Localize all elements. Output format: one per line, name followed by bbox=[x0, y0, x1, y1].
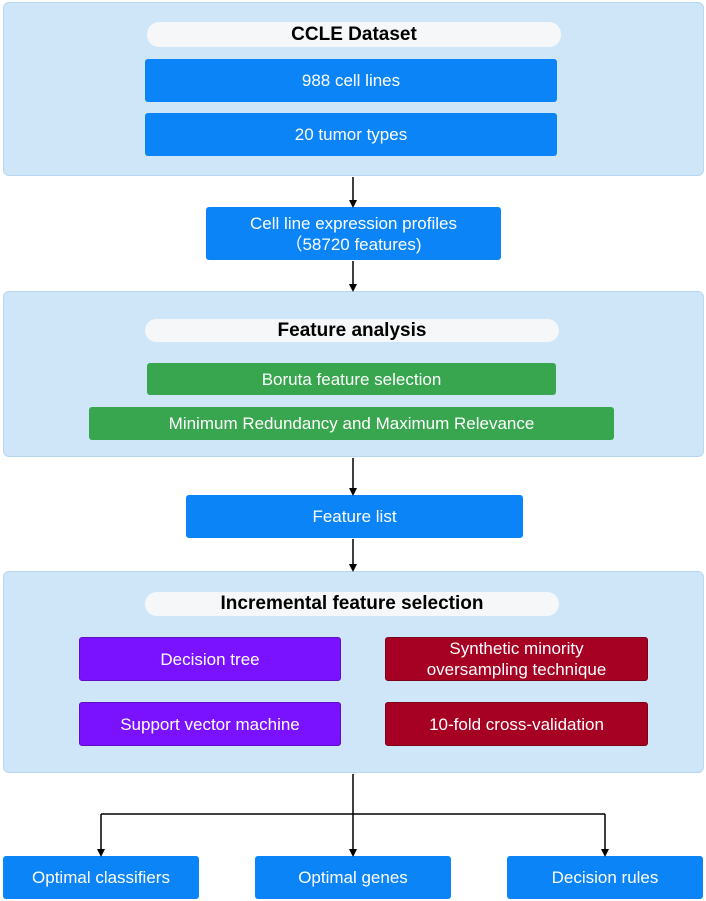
cross-validation-box: 10-fold cross-validation bbox=[385, 702, 648, 746]
expression-profiles-box: Cell line expression profiles （58720 fea… bbox=[206, 207, 501, 260]
mrmr-box: Minimum Redundancy and Maximum Relevance bbox=[89, 407, 614, 440]
feature-analysis-title: Feature analysis bbox=[145, 319, 559, 342]
cell-lines-box: 988 cell lines bbox=[145, 59, 557, 102]
feature-list-box: Feature list bbox=[186, 495, 523, 538]
smote-line2: oversampling technique bbox=[426, 660, 607, 679]
smote-box: Synthetic minority oversampling techniqu… bbox=[385, 637, 648, 681]
ccle-dataset-title: CCLE Dataset bbox=[147, 22, 561, 47]
decision-tree-box: Decision tree bbox=[79, 637, 341, 681]
smote-line1: Synthetic minority bbox=[449, 639, 584, 658]
expression-profiles-line1: Cell line expression profiles bbox=[250, 213, 457, 233]
ifs-title: Incremental feature selection bbox=[145, 592, 559, 616]
svm-box: Support vector machine bbox=[79, 702, 341, 746]
optimal-classifiers-box: Optimal classifiers bbox=[3, 856, 199, 899]
decision-rules-box: Decision rules bbox=[507, 856, 703, 899]
optimal-genes-box: Optimal genes bbox=[255, 856, 451, 899]
boruta-box: Boruta feature selection bbox=[147, 363, 556, 395]
tumor-types-box: 20 tumor types bbox=[145, 113, 557, 156]
expression-profiles-line2: （58720 features) bbox=[285, 234, 422, 254]
